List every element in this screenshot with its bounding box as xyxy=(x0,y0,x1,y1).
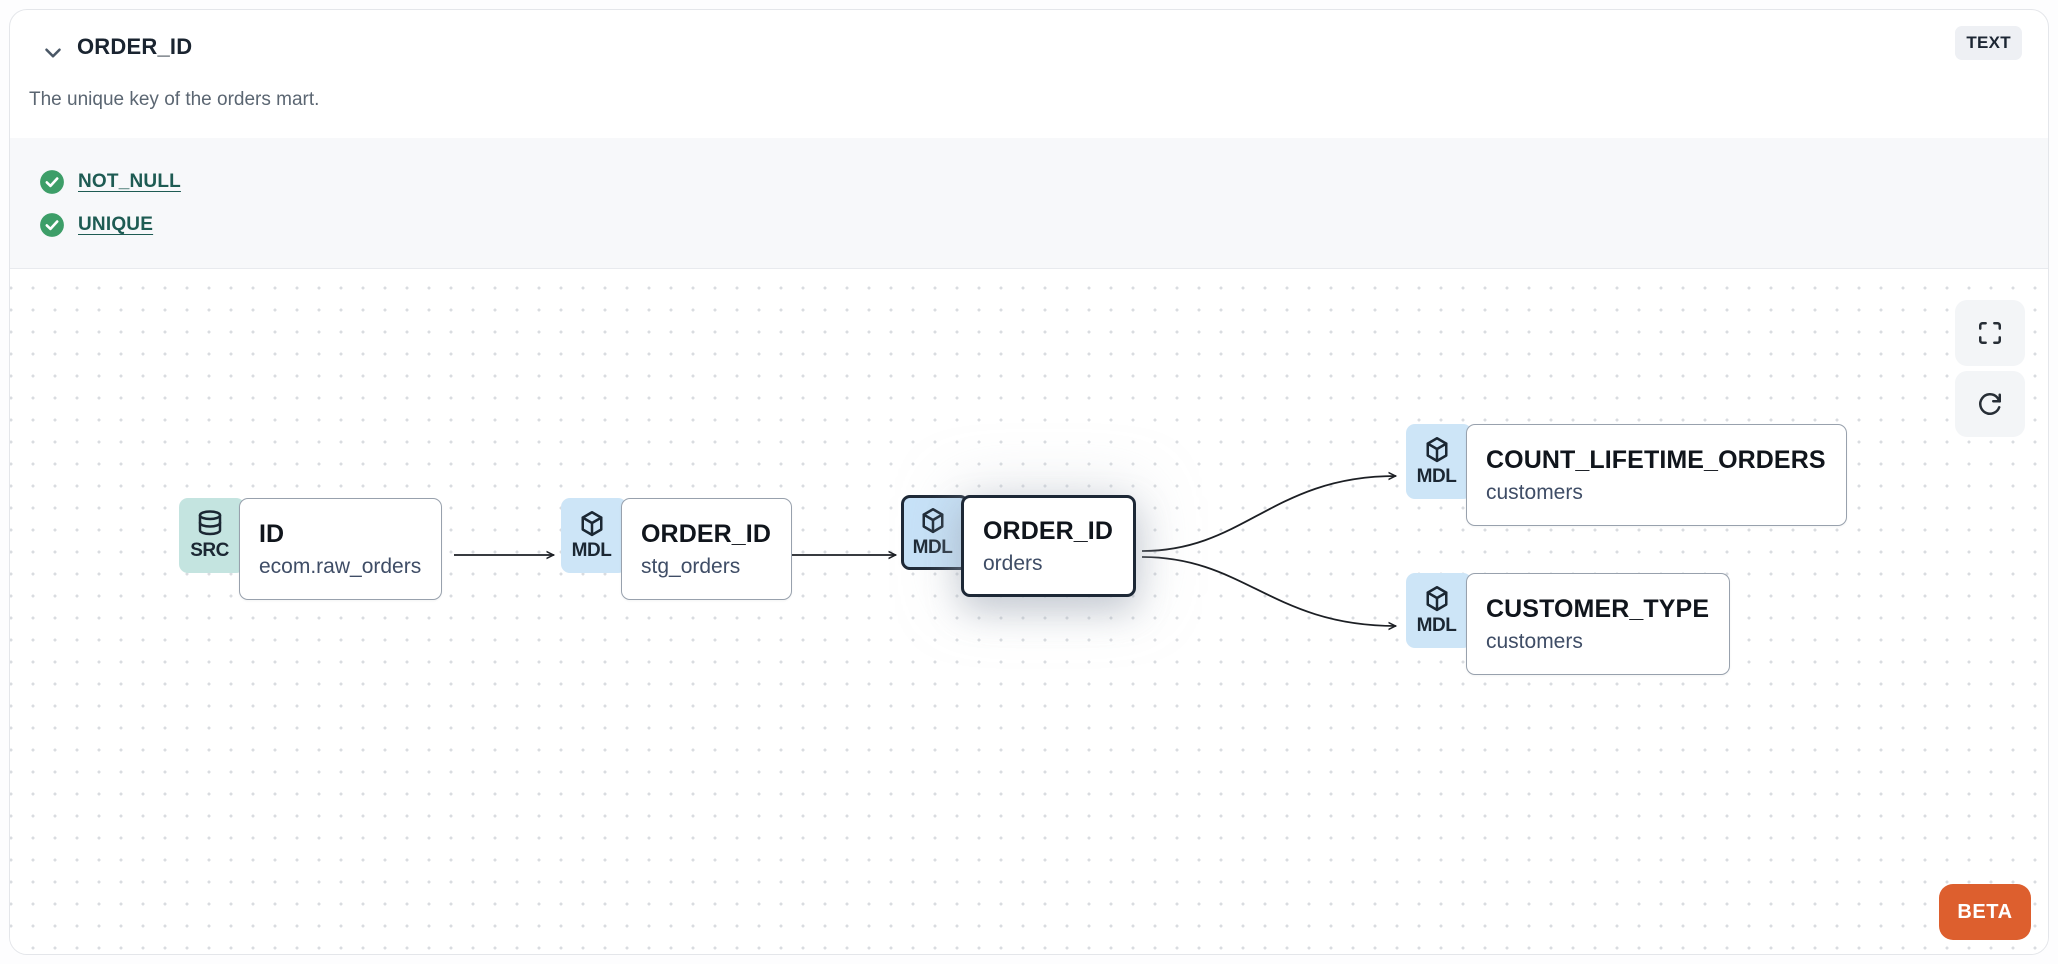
node-subtitle: customers xyxy=(1486,629,1583,653)
database-icon xyxy=(198,510,221,536)
chevron-down-icon xyxy=(45,48,61,58)
node-card: CUSTOMER_TYPE customers xyxy=(1466,573,1731,675)
refresh-button[interactable] xyxy=(1955,371,2025,437)
node-type-label: MDL xyxy=(1416,615,1457,636)
node-type-badge: SRC xyxy=(179,498,245,573)
canvas-controls xyxy=(1955,300,2025,437)
node-subtitle: customers xyxy=(1486,480,1583,504)
node-subtitle: orders xyxy=(983,551,1043,575)
cube-icon xyxy=(581,511,602,537)
node-card: ORDER_ID stg_orders xyxy=(621,498,792,600)
data-type-badge: TEXT xyxy=(1955,26,2022,60)
lineage-edges xyxy=(454,269,2049,955)
node-type-badge: MDL xyxy=(561,498,627,573)
node-card: COUNT_LIFETIME_ORDERS customers xyxy=(1466,424,1847,526)
test-row: NOT_NULL xyxy=(39,169,2048,195)
node-type-label: SRC xyxy=(190,540,229,561)
node-subtitle: stg_orders xyxy=(641,554,741,578)
node-title: ORDER_ID xyxy=(983,516,1113,545)
node-type-label: MDL xyxy=(1416,466,1457,487)
fullscreen-icon xyxy=(1979,322,2001,344)
edge-orders-count xyxy=(1141,476,1396,552)
node-subtitle: ecom.raw_orders xyxy=(259,554,422,578)
node-card: ORDER_ID orders xyxy=(961,495,1136,597)
lineage-node-source[interactable]: SRC ID ecom.raw_orders xyxy=(179,498,443,600)
tests-section: NOT_NULL UNIQUE xyxy=(10,138,2048,269)
fullscreen-button[interactable] xyxy=(1955,300,2025,366)
collapse-button[interactable] xyxy=(38,40,68,66)
node-title: COUNT_LIFETIME_ORDERS xyxy=(1486,445,1826,474)
check-circle-icon xyxy=(40,212,64,237)
node-title: ORDER_ID xyxy=(641,519,771,548)
refresh-icon xyxy=(1979,393,2001,415)
column-doc-card: ORDER_ID TEXT The unique key of the orde… xyxy=(9,9,2049,955)
cube-icon xyxy=(1426,437,1447,463)
lineage-canvas[interactable]: SRC ID ecom.raw_orders MDL ORDER_ID stg_… xyxy=(10,269,2049,955)
node-title: CUSTOMER_TYPE xyxy=(1486,594,1710,623)
node-type-label: MDL xyxy=(912,537,953,558)
lineage-node-stg-orders[interactable]: MDL ORDER_ID stg_orders xyxy=(561,498,792,600)
test-link-unique[interactable]: UNIQUE xyxy=(78,213,154,235)
lineage-node-orders-selected[interactable]: MDL ORDER_ID orders xyxy=(901,495,1136,597)
node-type-badge: MDL xyxy=(1406,424,1472,499)
test-row: UNIQUE xyxy=(39,212,2048,238)
node-type-badge: MDL xyxy=(901,495,969,570)
header: ORDER_ID TEXT xyxy=(10,10,2048,82)
cube-icon xyxy=(1426,586,1447,612)
node-type-label: MDL xyxy=(571,540,612,561)
check-circle-icon xyxy=(40,169,64,194)
lineage-node-count-lifetime-orders[interactable]: MDL COUNT_LIFETIME_ORDERS customers xyxy=(1406,424,1847,526)
cube-icon xyxy=(922,508,943,534)
test-link-not-null[interactable]: NOT_NULL xyxy=(78,170,181,192)
column-title: ORDER_ID xyxy=(77,34,193,59)
edge-orders-ctype xyxy=(1141,556,1396,626)
beta-badge: BETA xyxy=(1939,884,2031,940)
node-card: ID ecom.raw_orders xyxy=(239,498,443,600)
node-type-badge: MDL xyxy=(1406,573,1472,648)
column-description: The unique key of the orders mart. xyxy=(29,89,320,110)
lineage-node-customer-type[interactable]: MDL CUSTOMER_TYPE customers xyxy=(1406,573,1731,675)
node-title: ID xyxy=(259,519,285,548)
